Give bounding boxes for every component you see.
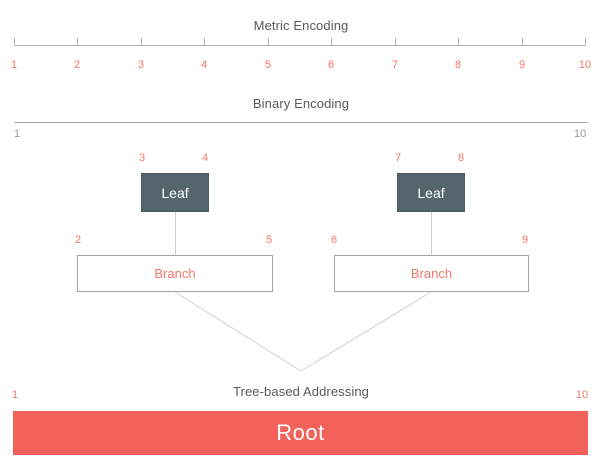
binary-start-label: 1 [14, 128, 21, 140]
root-label: Root [276, 420, 325, 445]
metric-ruler-tick [77, 38, 78, 46]
binary-encoding-title: Binary Encoding [252, 96, 350, 111]
leaf-node-left[interactable]: Leaf [141, 173, 209, 212]
metric-ruler-tick [204, 38, 205, 46]
metric-tick-label-3: 3 [137, 59, 145, 71]
tree-start-label: 1 [11, 389, 19, 401]
metric-tick-label-6: 6 [327, 59, 335, 71]
metric-ruler-tick [522, 38, 523, 46]
branch-right-end-label: 9 [521, 234, 529, 246]
tree-addressing-title: Tree-based Addressing [232, 384, 370, 399]
metric-ruler-tick [331, 38, 332, 46]
leaf-right-label: Leaf [417, 184, 445, 201]
branch-left-end-label: 5 [265, 234, 273, 246]
branch-node-left[interactable]: Branch [77, 255, 273, 292]
metric-ruler-tick [458, 38, 459, 46]
metric-tick-label-4: 4 [200, 59, 208, 71]
metric-tick-label-1: 1 [10, 59, 18, 71]
leaf-right-start-label: 7 [394, 152, 402, 164]
metric-tick-label-8: 8 [454, 59, 462, 71]
tree-end-label: 10 [575, 389, 589, 401]
branch-right-label: Branch [410, 266, 453, 281]
leaf-left-end-label: 4 [201, 152, 209, 164]
root-node[interactable]: Root [13, 411, 588, 455]
metric-tick-label-5: 5 [264, 59, 272, 71]
branch-left-start-label: 2 [74, 234, 82, 246]
metric-ruler-tick [585, 38, 586, 46]
metric-tick-label-7: 7 [391, 59, 399, 71]
metric-tick-label-10: 10 [578, 59, 592, 71]
metric-ruler-tick [395, 38, 396, 46]
branch-left-label: Branch [154, 266, 196, 281]
leaf-right-end-label: 8 [457, 152, 465, 164]
branch-node-right[interactable]: Branch [334, 255, 529, 292]
leaf-node-right[interactable]: Leaf [397, 173, 465, 212]
metric-tick-label-2: 2 [73, 59, 81, 71]
metric-ruler-tick [141, 38, 142, 46]
metric-tick-label-9: 9 [518, 59, 526, 71]
leaf-right-stem [431, 211, 432, 255]
binary-encoding-rule [14, 122, 588, 123]
metric-ruler-tick [14, 38, 15, 46]
leaf-left-stem [175, 211, 176, 255]
binary-end-label: 10 [574, 128, 587, 140]
metric-encoding-title: Metric Encoding [253, 18, 349, 33]
metric-ruler-baseline [14, 45, 585, 46]
branch-right-start-label: 6 [330, 234, 338, 246]
metric-ruler-tick [268, 38, 269, 46]
leaf-left-start-label: 3 [138, 152, 146, 164]
leaf-left-label: Leaf [161, 184, 189, 201]
